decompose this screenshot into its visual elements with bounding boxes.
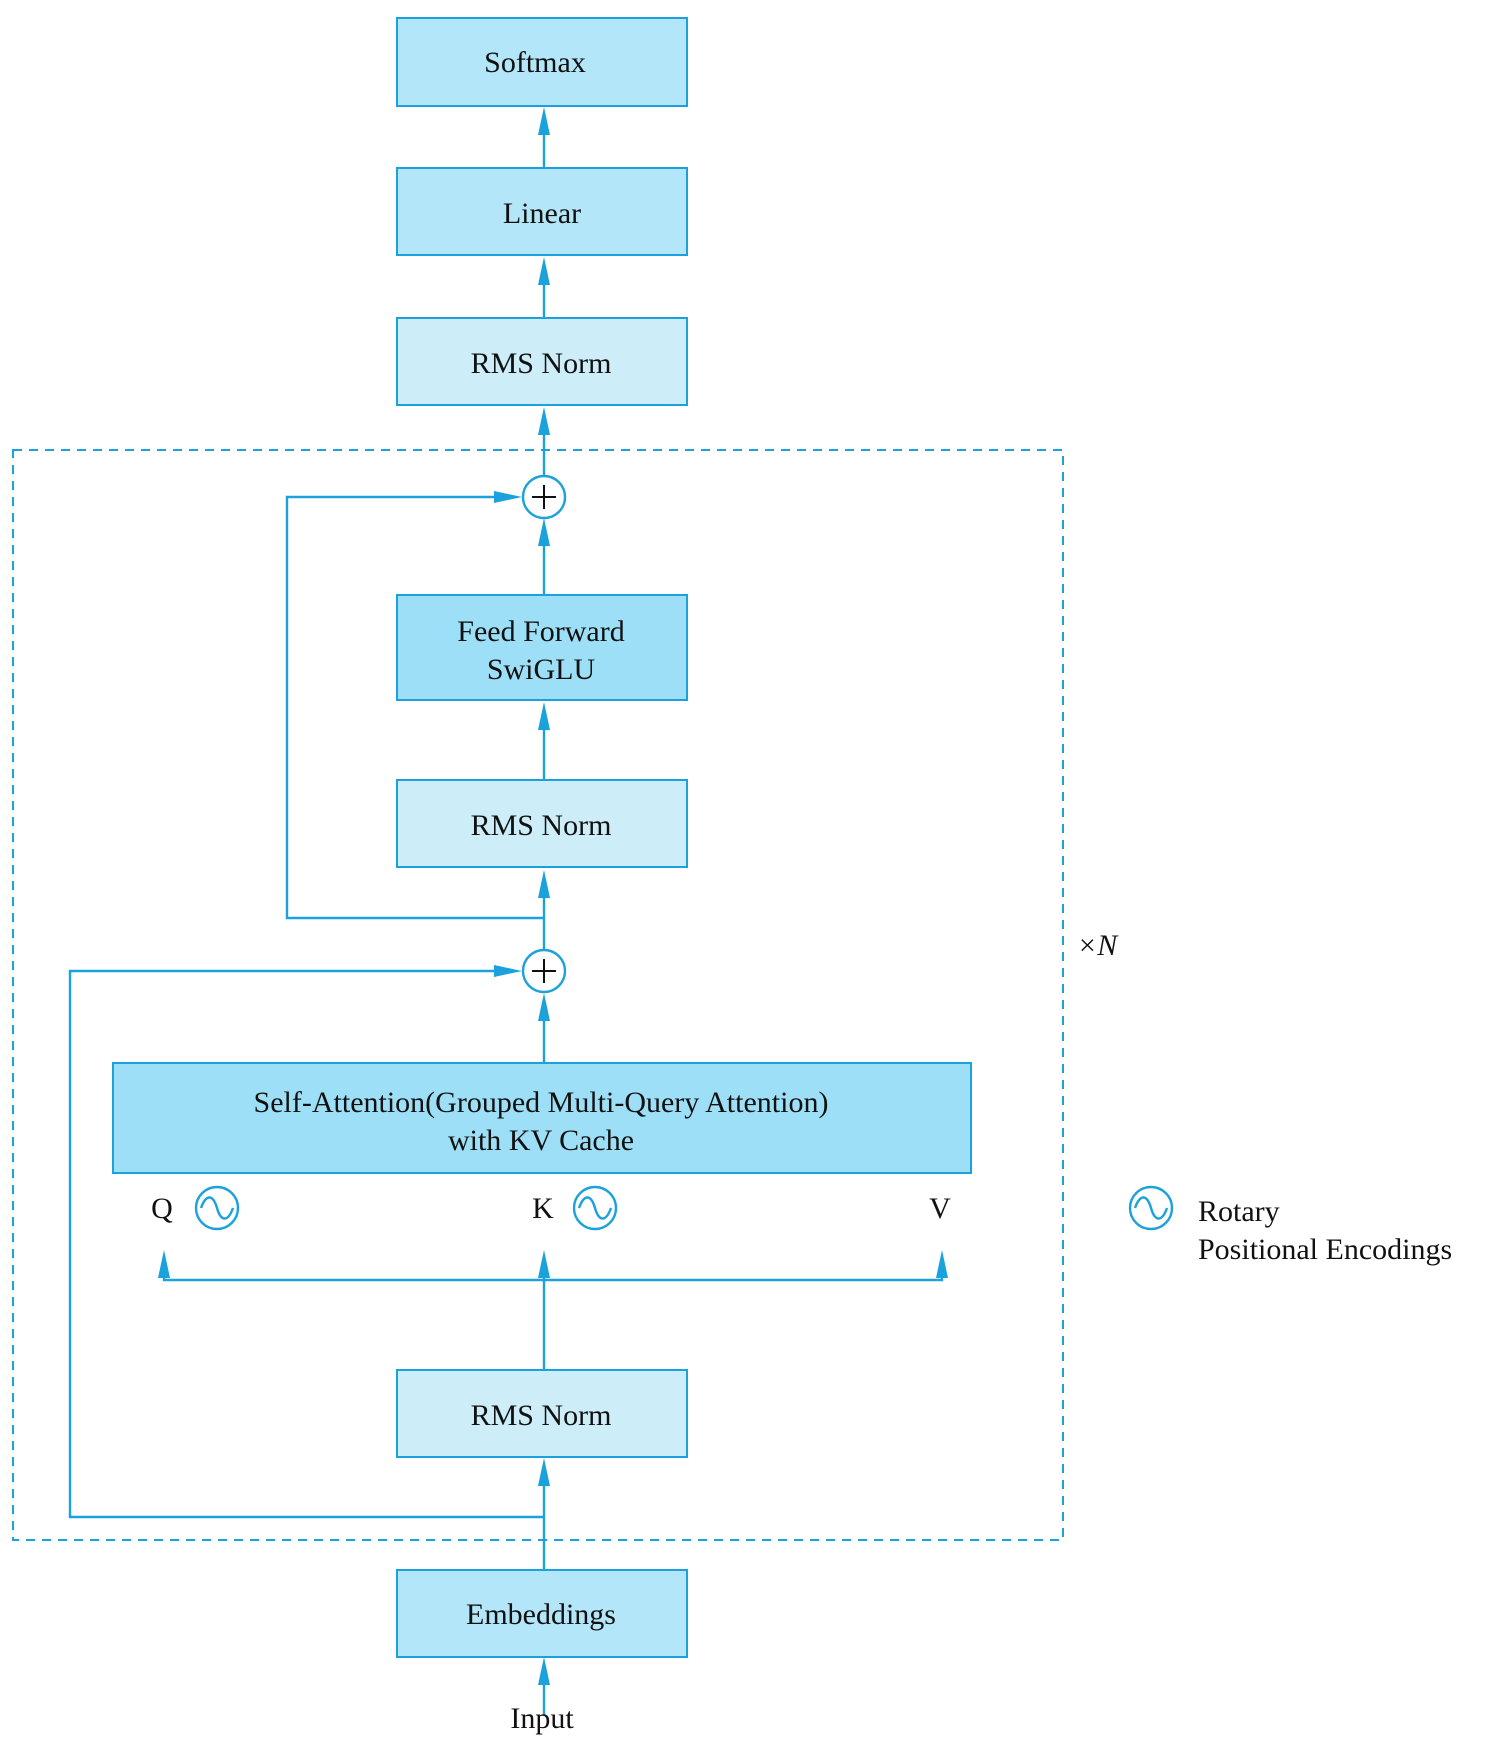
legend-line-1: Rotary bbox=[1198, 1195, 1280, 1228]
rms-norm-final-label: RMS Norm bbox=[471, 347, 612, 380]
kv-cache-label: with KV Cache bbox=[448, 1124, 634, 1157]
arrowhead-up bbox=[538, 1250, 550, 1278]
arrowhead-up bbox=[538, 993, 550, 1021]
legend: Rotary Positional Encodings bbox=[1128, 1185, 1452, 1266]
feed-forward-label: Feed Forward bbox=[457, 615, 624, 648]
embeddings-label: Embeddings bbox=[466, 1598, 616, 1631]
arrowhead-up bbox=[538, 107, 550, 135]
repeat-n-label: ×N bbox=[1077, 929, 1119, 962]
arrowhead-up bbox=[538, 1657, 550, 1685]
arrowhead-up bbox=[538, 257, 550, 285]
rms-norm-ffn-block: RMS Norm bbox=[396, 779, 688, 868]
arrowhead-up bbox=[538, 870, 550, 898]
feed-forward-block: Feed Forward SwiGLU bbox=[396, 594, 688, 701]
legend-line-2: Positional Encodings bbox=[1198, 1233, 1452, 1266]
arrowhead-up bbox=[538, 702, 550, 730]
swiglu-label: SwiGLU bbox=[487, 653, 596, 686]
arrowheads bbox=[158, 107, 948, 1685]
rms-norm-ffn-label: RMS Norm bbox=[471, 809, 612, 842]
rms-norm-attn-block: RMS Norm bbox=[396, 1369, 688, 1458]
softmax-label: Softmax bbox=[484, 46, 586, 79]
arrowhead-up bbox=[538, 518, 550, 546]
linear-label: Linear bbox=[503, 197, 581, 230]
arrowhead-up bbox=[538, 1458, 550, 1486]
arrowhead-right bbox=[494, 491, 522, 503]
rms-norm-final-block: RMS Norm bbox=[396, 317, 688, 406]
self-attention-label: Self-Attention(Grouped Multi-Query Atten… bbox=[254, 1086, 829, 1119]
arrowhead-up bbox=[158, 1250, 170, 1278]
arrowhead-up bbox=[936, 1250, 948, 1278]
self-attention-block: Self-Attention(Grouped Multi-Query Atten… bbox=[112, 1062, 972, 1174]
input-label: Input bbox=[510, 1702, 574, 1735]
sine-wave-circle-icon bbox=[1128, 1185, 1174, 1231]
sine-wave-circle-icon bbox=[194, 1185, 240, 1231]
query-label: Q bbox=[151, 1192, 173, 1225]
embeddings-block: Embeddings bbox=[396, 1569, 688, 1658]
repeat-block-frame bbox=[12, 449, 1064, 1541]
arrowhead-right bbox=[494, 965, 522, 977]
rms-norm-attn-label: RMS Norm bbox=[471, 1399, 612, 1432]
key-label: K bbox=[532, 1192, 554, 1225]
residual-add-ffn bbox=[521, 474, 567, 520]
residual-add-attn bbox=[521, 948, 567, 994]
arrowhead-up bbox=[538, 407, 550, 435]
linear-block: Linear bbox=[396, 167, 688, 256]
sine-wave-circle-icon bbox=[572, 1185, 618, 1231]
value-label: V bbox=[929, 1192, 951, 1225]
softmax-block: Softmax bbox=[396, 17, 688, 107]
